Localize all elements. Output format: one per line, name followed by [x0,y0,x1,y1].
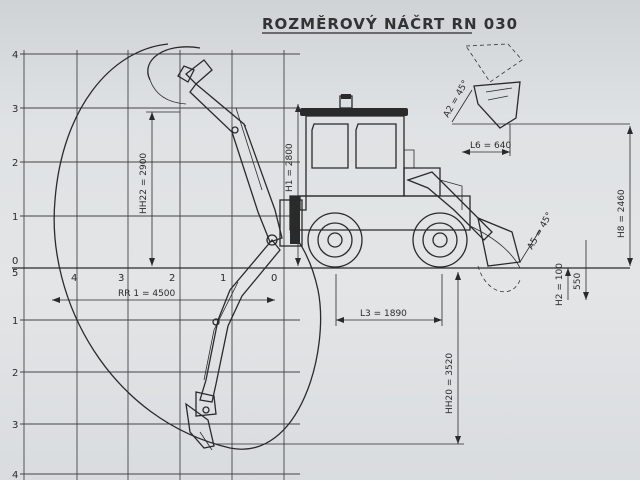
dim-l3-label: L3 = 1890 [360,309,407,319]
left-axis-labels: 4 3 2 1 0 5 1 2 3 4 [12,50,18,480]
dim-a2-label: A2 = 45° [442,79,471,120]
left-tick: 1 [12,212,18,223]
left-tick: 2 [12,368,18,379]
left-tick: 4 [12,470,18,480]
backhoe-inner-arc [147,46,201,81]
left-tick: 2 [12,158,18,169]
backhoe-lowered-arm [185,238,281,451]
x-tick: 1 [220,273,226,284]
dim-hh22-line [146,111,180,266]
dim-hh22-label: HH22 = 2900 [139,153,149,214]
dim-l3-line [335,274,443,326]
dim-h1-label: H1 = 2800 [285,143,295,192]
dim-rr1-label: RR 1 = 4500 [118,289,176,299]
dim-a5-line [519,229,541,263]
dim-rr1-line [52,297,275,303]
tractor-body [279,94,471,247]
dim-l6-label: L6 = 640 [470,141,511,151]
backhoe-raised-arm [149,59,283,246]
grid [20,50,300,480]
drawing-title: ROZMĚROVÝ NÁČRT RN 030 [262,14,518,33]
left-tick: 5 [12,268,18,279]
front-wheel [412,212,468,268]
x-tick: 2 [169,273,175,284]
dim-h2-line [520,267,590,300]
rear-wheel [307,212,363,268]
dim-hh20-line [216,272,464,445]
dim-l6-line [462,124,511,156]
dim-h8-label: H8 = 2460 [617,189,627,238]
dim-a2-line [451,89,473,123]
left-tick: 3 [12,104,18,115]
left-tick: 1 [12,316,18,327]
x-tick: 3 [118,273,124,284]
left-tick: 4 [12,50,18,61]
x-tick: 4 [71,273,77,284]
x-tick: 0 [271,273,277,284]
bucket-detail [452,43,630,129]
dim-h1-line [295,104,301,266]
x-axis-labels: 4 3 2 1 0 [71,273,277,284]
dim-550-line [583,240,589,300]
left-tick: 3 [12,420,18,431]
dim-hh20-label: HH20 = 3520 [445,353,455,414]
dim-550-label: 550 [573,273,583,290]
dim-h2-label: H2 = 100 [555,263,565,306]
dim-h8-line [627,126,633,266]
backhoe-reach-envelope [53,43,322,450]
left-tick: 0 [12,256,18,267]
